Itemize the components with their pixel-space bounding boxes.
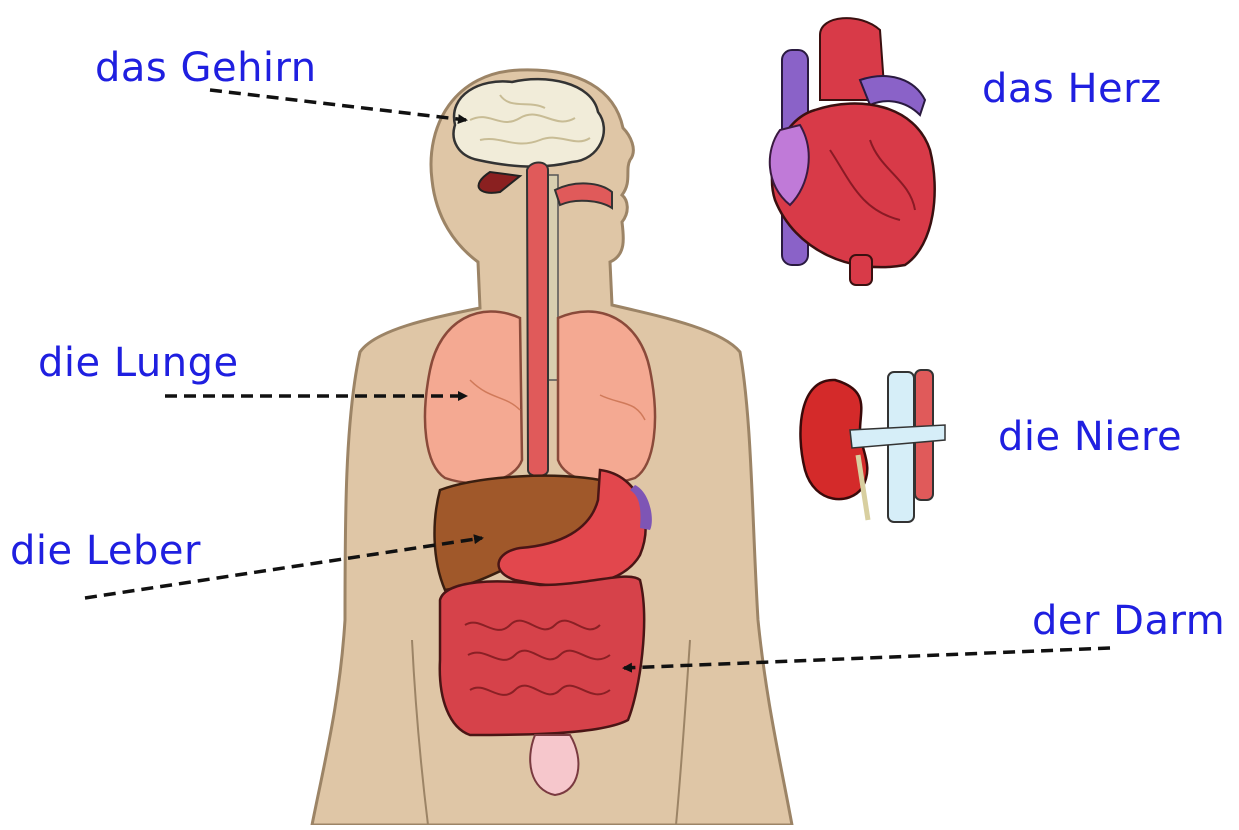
arrow-brain — [210, 90, 466, 120]
heart-illustration — [770, 18, 935, 285]
kidney-illustration — [800, 370, 945, 522]
label-brain: das Gehirn — [95, 45, 317, 91]
label-heart: das Herz — [982, 66, 1162, 112]
label-lung: die Lunge — [38, 340, 239, 386]
label-intestine: der Darm — [1032, 598, 1225, 644]
label-liver: die Leber — [10, 528, 201, 574]
label-kidney: die Niere — [998, 414, 1182, 460]
